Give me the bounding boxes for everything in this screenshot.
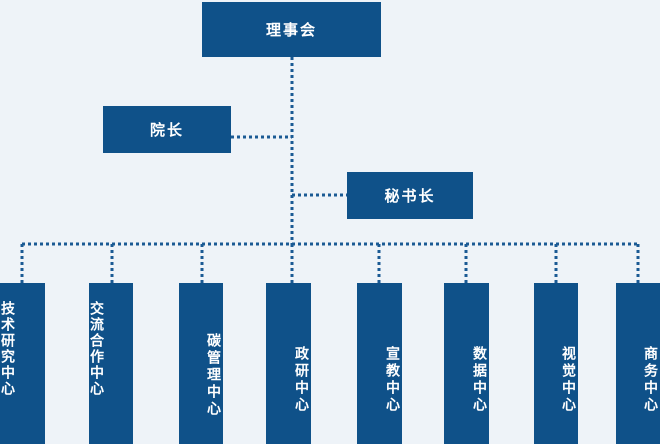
center-label-exchange-cooperation: 交流合作中心 [88,301,104,397]
secretary-general-label: 秘书长 [384,187,436,205]
center-label-tech-research: 技术研究中心 [0,301,15,397]
secretary-general-box: 秘书长 [347,172,473,219]
center-label-carbon-management: 碳管理中心 [205,333,221,418]
center-box-publicity-education: 宣教中心 [357,283,402,444]
center-label-visual: 视觉中心 [560,345,576,414]
center-box-business: 商务中心 [616,283,660,444]
center-box-exchange-cooperation: 交流合作中心 [88,283,133,444]
center-label-policy-research: 政研中心 [293,345,309,414]
center-label-business: 商务中心 [642,345,658,414]
center-box-policy-research: 政研中心 [266,283,311,444]
center-box-tech-research: 技术研究中心 [0,283,45,444]
center-label-publicity-education: 宣教中心 [384,345,400,414]
center-box-visual: 视觉中心 [534,283,578,444]
president-box: 院长 [103,106,231,153]
center-label-data: 数据中心 [471,345,487,414]
council-box: 理事会 [202,2,381,57]
center-box-data: 数据中心 [444,283,489,444]
council-label: 理事会 [265,21,317,39]
president-label: 院长 [149,121,184,139]
center-box-carbon-management: 碳管理中心 [179,283,223,444]
